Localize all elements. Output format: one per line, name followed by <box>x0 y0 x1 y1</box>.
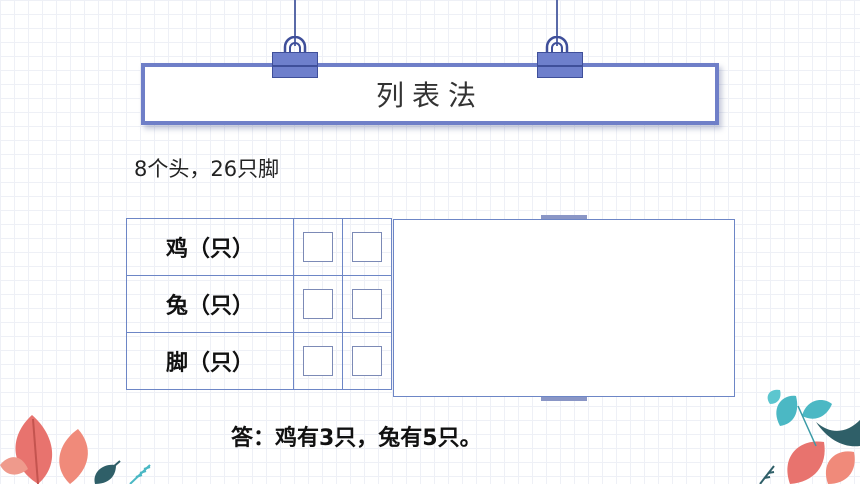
list-table: 鸡（只） 兔（只） 脚（只） <box>126 218 392 390</box>
answer-box[interactable] <box>352 289 382 319</box>
table-row: 鸡（只） <box>126 218 392 276</box>
cover-panel[interactable] <box>393 219 735 397</box>
answer-cell <box>342 332 392 390</box>
panel-tab-top <box>541 215 587 219</box>
answer-cell <box>293 332 343 390</box>
hanging-string-left <box>294 0 296 46</box>
leaf-decoration-left-icon <box>0 415 151 484</box>
binder-clip-right <box>537 52 583 78</box>
table-row: 脚（只） <box>126 332 392 390</box>
answer-text: 答：鸡有3只，兔有5只。 <box>231 426 482 451</box>
panel-tab-bottom <box>541 397 587 401</box>
hanger-loop-right-icon <box>545 36 569 57</box>
answer-cell <box>293 275 343 333</box>
answer-box[interactable] <box>303 346 333 376</box>
answer-cell <box>342 218 392 276</box>
answer-cell <box>342 275 392 333</box>
answer-cell <box>293 218 343 276</box>
binder-clip-left <box>272 52 318 78</box>
page-title: 列表法 <box>375 79 484 112</box>
answer-box[interactable] <box>352 232 382 262</box>
hanging-string-right <box>556 0 558 46</box>
leaf-decoration-right-icon <box>759 389 860 484</box>
answer-box[interactable] <box>352 346 382 376</box>
row-label-rabbit: 兔（只） <box>126 275 294 333</box>
problem-condition: 8个头，26只脚 <box>134 157 280 181</box>
row-label-chicken: 鸡（只） <box>126 218 294 276</box>
answer-box[interactable] <box>303 289 333 319</box>
row-label-feet: 脚（只） <box>126 332 294 390</box>
title-card: 列表法 <box>141 63 719 125</box>
answer-box[interactable] <box>303 232 333 262</box>
table-row: 兔（只） <box>126 275 392 333</box>
hanger-loop-left-icon <box>283 36 307 57</box>
